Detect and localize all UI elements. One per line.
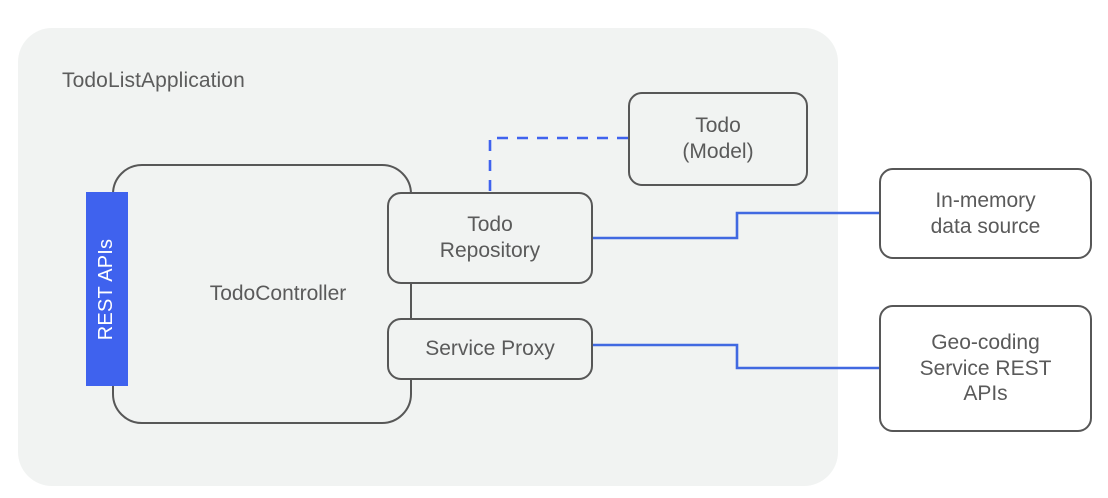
node-todo-model[interactable]: Todo (Model) (628, 92, 808, 186)
node-geocoding-service-label: Geo-coding Service REST APIs (919, 331, 1052, 406)
node-todo-repository[interactable]: Todo Repository (387, 192, 593, 284)
node-todo-controller[interactable]: TodoController (112, 164, 412, 424)
rest-apis-port-label: REST APIs (95, 238, 118, 340)
node-in-memory-data-source[interactable]: In-memory data source (879, 168, 1092, 259)
node-todo-repository-label: Todo Repository (439, 213, 541, 262)
node-in-memory-data-source-label: In-memory data source (930, 188, 1041, 238)
rest-apis-port[interactable]: REST APIs (86, 192, 128, 386)
node-service-proxy-label: Service Proxy (425, 337, 555, 361)
node-service-proxy[interactable]: Service Proxy (387, 318, 593, 380)
application-container-title: TodoListApplication (62, 69, 245, 92)
node-geocoding-service[interactable]: Geo-coding Service REST APIs (879, 305, 1092, 432)
node-todo-model-label: Todo (Model) (682, 114, 754, 163)
node-todo-controller-label: TodoController (209, 282, 347, 306)
